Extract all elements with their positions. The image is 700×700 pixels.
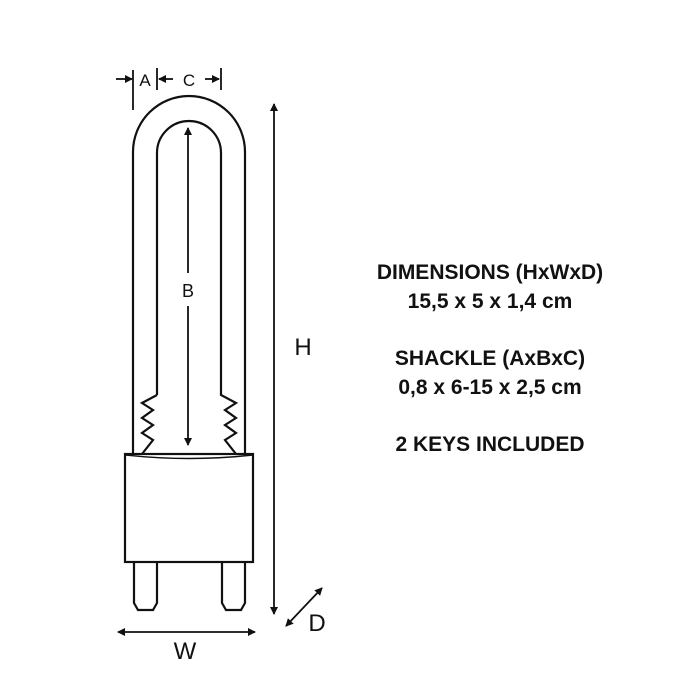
body-top-edge (124, 454, 254, 460)
dimensions-value: 15,5 x 5 x 1,4 cm (407, 290, 573, 313)
label-a: A (139, 71, 151, 90)
label-d: D (308, 610, 325, 637)
shackle-value: 0,8 x 6-15 x 2,5 cm (398, 376, 582, 399)
label-c: C (183, 71, 195, 90)
shackle-teeth-left (139, 394, 158, 455)
peg-right (220, 562, 247, 612)
keys-included: 2 KEYS INCLUDED (395, 433, 585, 456)
dimensions-title: DIMENSIONS (HxWxD) (376, 261, 604, 284)
peg-left (132, 562, 159, 612)
dimensions-block: DIMENSIONS (HxWxD) 15,5 x 5 x 1,4 cm (330, 258, 650, 316)
lock-body (123, 452, 255, 564)
shackle-inner (155, 119, 239, 455)
shackle-title: SHACKLE (AxBxC) (394, 347, 586, 370)
label-b: B (182, 281, 194, 301)
label-h: H (294, 334, 311, 361)
d-dimension-arrow (285, 587, 323, 627)
shackle-outline (131, 94, 247, 454)
shackle-block: SHACKLE (AxBxC) 0,8 x 6-15 x 2,5 cm (330, 344, 650, 402)
specifications-panel: DIMENSIONS (HxWxD) 15,5 x 5 x 1,4 cm SHA… (330, 258, 650, 459)
label-w: W (174, 638, 197, 665)
